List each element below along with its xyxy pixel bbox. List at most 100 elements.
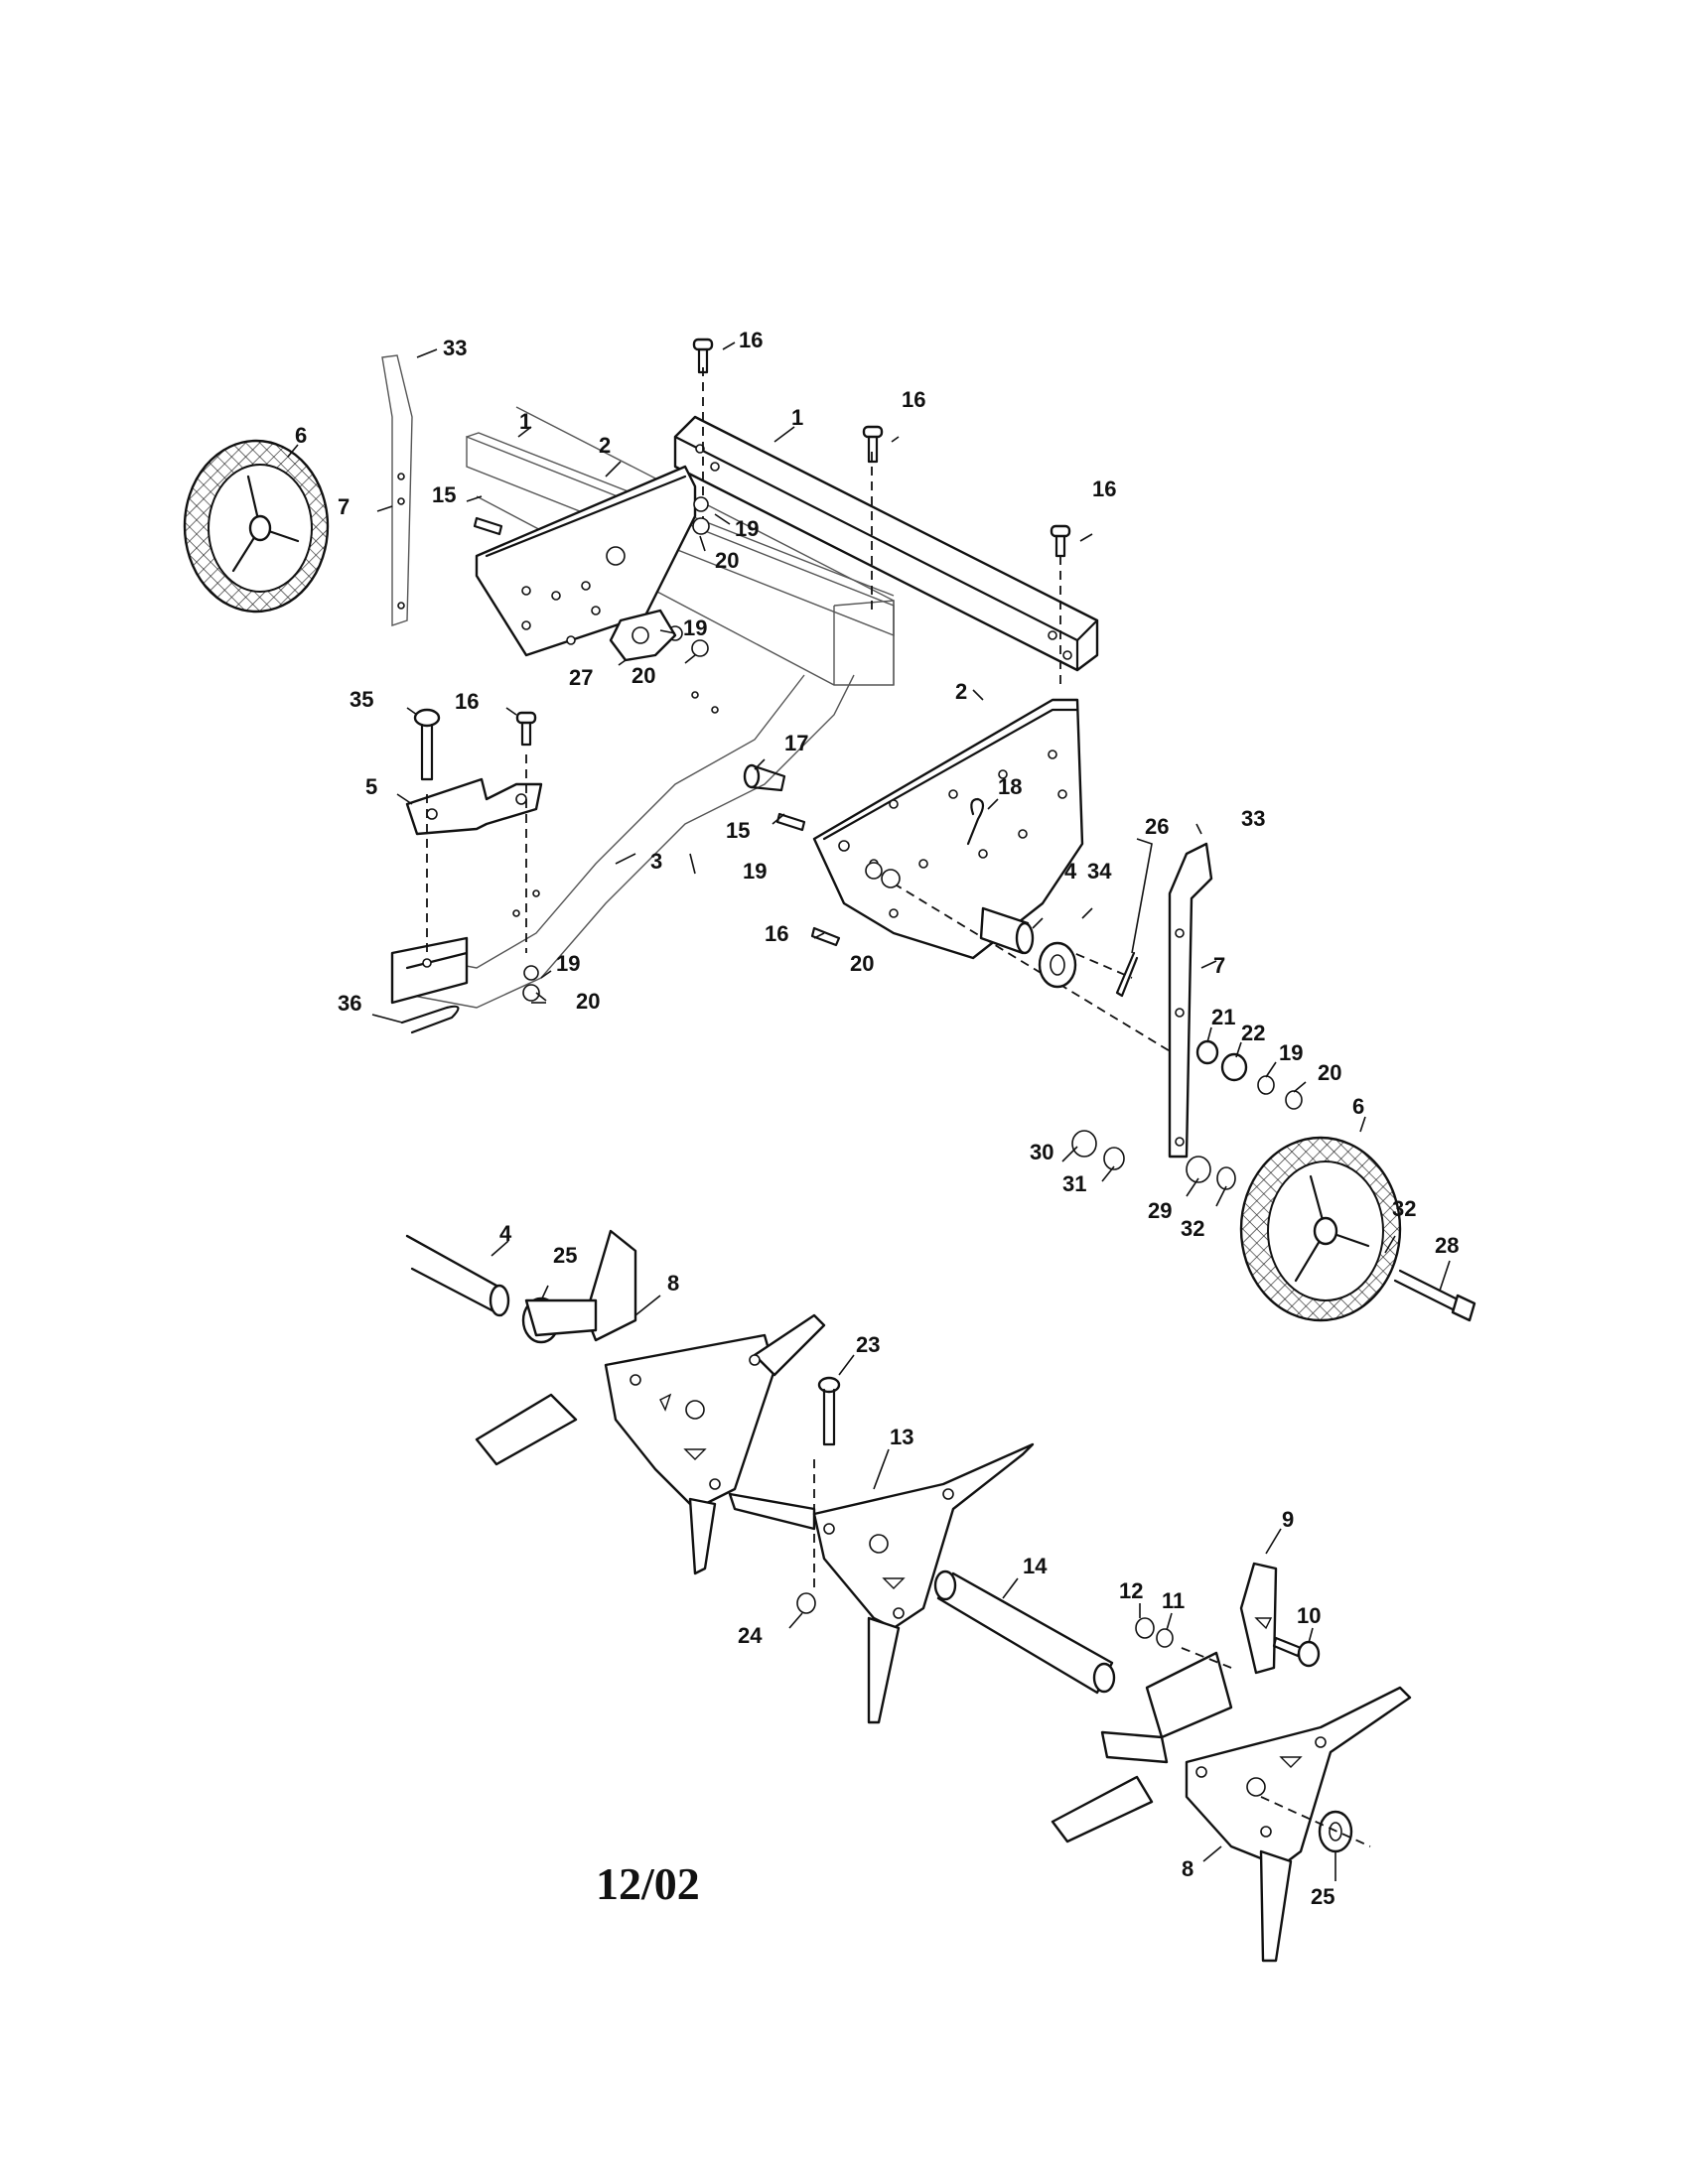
callout-16: 16 bbox=[455, 689, 479, 714]
tine-rotor-left bbox=[475, 1229, 826, 1575]
callout-26: 26 bbox=[1145, 814, 1169, 839]
clevis-pin bbox=[413, 708, 441, 781]
callout-33: 33 bbox=[443, 336, 467, 360]
callout-36: 36 bbox=[338, 991, 361, 1016]
callout-20: 20 bbox=[715, 548, 739, 573]
callout-6: 6 bbox=[295, 423, 307, 448]
axle-stub bbox=[979, 906, 1035, 955]
callout-30: 30 bbox=[1030, 1140, 1053, 1164]
callout-21: 21 bbox=[1211, 1005, 1235, 1029]
carriage-bolt-rotor bbox=[817, 1376, 841, 1446]
alignment-line bbox=[1260, 1796, 1371, 1847]
tine-rotor-right bbox=[1051, 1651, 1412, 1963]
wheel-arm-left bbox=[381, 354, 413, 626]
lock-washer bbox=[523, 965, 539, 981]
carriage-bolt bbox=[862, 425, 884, 464]
callout-1: 1 bbox=[519, 409, 531, 434]
callout-32: 32 bbox=[1392, 1196, 1416, 1221]
hex-nut bbox=[1285, 1090, 1303, 1110]
callout-20: 20 bbox=[632, 663, 655, 688]
callout-9: 9 bbox=[1282, 1507, 1294, 1532]
hex-nut bbox=[881, 869, 901, 888]
callout-8: 8 bbox=[1182, 1856, 1193, 1881]
tine-bracket bbox=[1239, 1562, 1278, 1675]
alignment-line bbox=[893, 883, 1173, 1053]
hex-nut bbox=[522, 984, 540, 1002]
lock-nut bbox=[796, 1592, 816, 1614]
flat-washer bbox=[1220, 1052, 1248, 1082]
callout-29: 29 bbox=[1148, 1198, 1172, 1223]
callout-12: 12 bbox=[1119, 1578, 1143, 1603]
callout-20: 20 bbox=[576, 989, 600, 1014]
callout-16: 16 bbox=[739, 328, 763, 352]
callout-8: 8 bbox=[667, 1271, 679, 1296]
callout-2: 2 bbox=[955, 679, 967, 704]
callout-24: 24 bbox=[738, 1623, 763, 1648]
lock-washer bbox=[865, 862, 883, 880]
hex-nut bbox=[691, 639, 709, 657]
callout-33: 33 bbox=[1241, 806, 1265, 831]
hex-nut bbox=[1186, 1156, 1211, 1183]
alignment-line bbox=[1181, 1647, 1232, 1669]
flat-washer bbox=[1216, 1166, 1236, 1190]
callout-22: 22 bbox=[1241, 1021, 1265, 1045]
callout-15: 15 bbox=[726, 818, 750, 843]
lock-nut bbox=[1135, 1617, 1155, 1639]
leader-lines bbox=[287, 341, 1451, 1881]
callout-17: 17 bbox=[784, 731, 808, 755]
hairpin-clip bbox=[400, 1005, 460, 1034]
carriage-bolt bbox=[515, 711, 537, 747]
callout-35: 35 bbox=[350, 687, 373, 712]
callout-10: 10 bbox=[1297, 1603, 1321, 1628]
callout-14: 14 bbox=[1023, 1554, 1048, 1578]
carriage-bolt bbox=[1050, 524, 1071, 558]
carriage-bolt bbox=[810, 926, 841, 947]
callout-25: 25 bbox=[553, 1243, 577, 1268]
callout-1: 1 bbox=[791, 405, 803, 430]
carriage-bolt bbox=[692, 338, 714, 374]
callout-15: 15 bbox=[432, 482, 456, 507]
callout-20: 20 bbox=[1318, 1060, 1341, 1085]
cotter-pin bbox=[1115, 951, 1139, 998]
lock-washer bbox=[693, 496, 709, 512]
callout-5: 5 bbox=[365, 774, 377, 799]
wheel-right bbox=[1239, 1136, 1402, 1322]
callout-11: 11 bbox=[1162, 1588, 1185, 1613]
callout-labels: 16 33 1 1 16 6 2 16 7 15 19 20 19 27 20 … bbox=[295, 328, 1459, 1909]
alignment-line bbox=[1061, 947, 1133, 979]
tine-rotor-center bbox=[728, 1442, 1035, 1724]
callout-23: 23 bbox=[856, 1332, 880, 1357]
hitch-channel bbox=[390, 936, 469, 1005]
callout-25: 25 bbox=[1311, 1884, 1334, 1909]
callout-19: 19 bbox=[743, 859, 767, 884]
callout-19: 19 bbox=[1279, 1040, 1303, 1065]
flange-washer bbox=[1038, 941, 1077, 989]
hex-nut bbox=[1071, 1130, 1097, 1158]
callout-16: 16 bbox=[765, 921, 788, 946]
hardware bbox=[400, 338, 1476, 1322]
callout-19: 19 bbox=[556, 951, 580, 976]
callout-3: 3 bbox=[650, 849, 662, 874]
callout-20: 20 bbox=[850, 951, 874, 976]
callout-27: 27 bbox=[569, 665, 593, 690]
hub-casting bbox=[609, 609, 677, 662]
side-plate-left bbox=[475, 465, 697, 657]
callout-4: 4 bbox=[499, 1221, 512, 1246]
axle-bolt bbox=[1393, 1269, 1476, 1322]
callout-4: 4 bbox=[1064, 859, 1077, 884]
callout-16: 16 bbox=[902, 387, 925, 412]
pin bbox=[743, 763, 786, 792]
date-code: 12/02 bbox=[596, 1858, 700, 1909]
callout-7: 7 bbox=[338, 494, 350, 519]
hex-bolt-tine bbox=[1272, 1636, 1321, 1668]
callout-18: 18 bbox=[998, 774, 1022, 799]
callout-6: 6 bbox=[1352, 1094, 1364, 1119]
spacer bbox=[1195, 1039, 1219, 1065]
shaft-stub-lower bbox=[405, 1234, 510, 1317]
callout-28: 28 bbox=[1435, 1233, 1459, 1258]
callout-31: 31 bbox=[1062, 1171, 1086, 1196]
callout-34: 34 bbox=[1087, 859, 1112, 884]
hitch-plate bbox=[405, 777, 543, 836]
callout-19: 19 bbox=[683, 615, 707, 640]
